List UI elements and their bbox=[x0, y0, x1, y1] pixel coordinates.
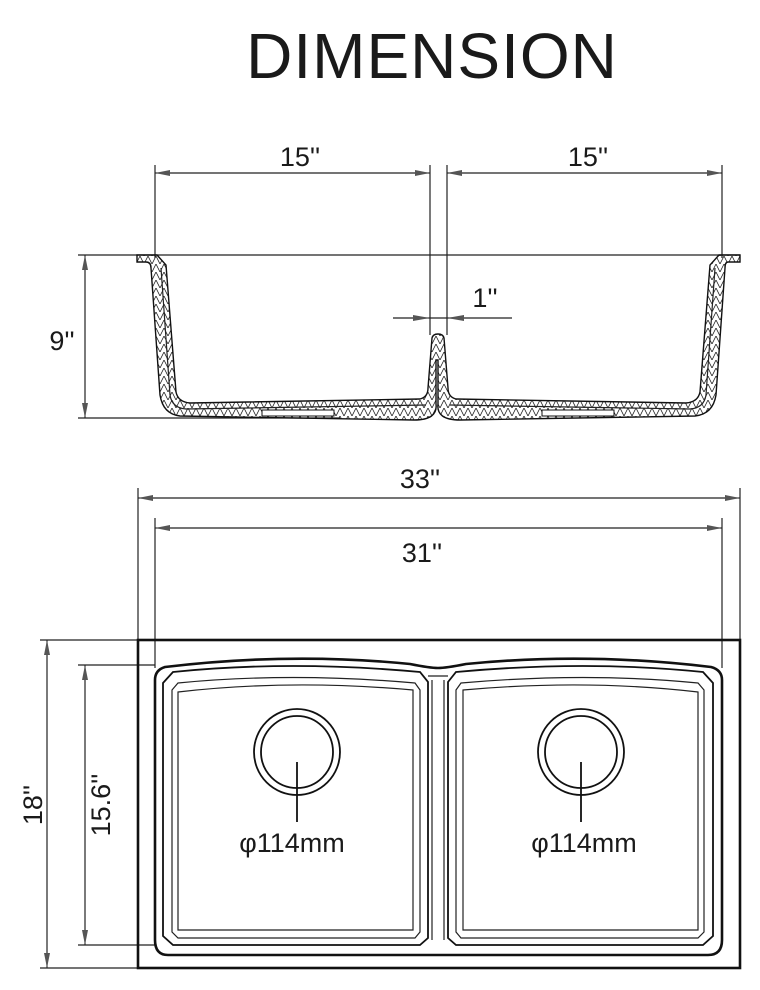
left-bowl-width-label: 15'' bbox=[280, 142, 320, 172]
divider-width-label: 1'' bbox=[472, 283, 497, 313]
divider bbox=[428, 675, 448, 940]
inner-depth-label: 15.6'' bbox=[86, 774, 116, 837]
right-bowl-width-label: 15'' bbox=[568, 142, 608, 172]
overall-depth-label: 18'' bbox=[18, 785, 48, 825]
inner-width-label: 31'' bbox=[402, 538, 442, 568]
sink-cross-section bbox=[136, 254, 741, 421]
inner-depth-dimension: 15.6'' bbox=[78, 664, 155, 946]
left-drain-label: φ114mm bbox=[239, 828, 345, 858]
inner-width-dimension: 31'' bbox=[155, 525, 722, 568]
left-bowl: φ114mm bbox=[162, 665, 429, 946]
depth-label: 9'' bbox=[49, 326, 74, 356]
diagram-title: DIMENSION bbox=[246, 20, 618, 92]
sink-outer-outline bbox=[153, 657, 724, 957]
left-bowl-width-dimension: 15'' bbox=[155, 142, 430, 176]
divider-width-dimension: 1'' bbox=[393, 283, 512, 321]
side-view: 15'' 15'' 9'' 1'' bbox=[49, 142, 741, 421]
right-drain-label: φ114mm bbox=[531, 828, 637, 858]
depth-dimension: 9'' bbox=[49, 255, 340, 419]
right-bowl-width-dimension: 15'' bbox=[447, 142, 722, 176]
right-bowl: φ114mm bbox=[447, 665, 714, 946]
top-view: 33'' 31'' 18'' 15.6'' bbox=[18, 464, 742, 970]
overall-width-dimension: 33'' bbox=[138, 464, 740, 501]
overall-depth-dimension: 18'' bbox=[18, 639, 138, 969]
countertop-outline bbox=[136, 638, 742, 970]
overall-width-label: 33'' bbox=[400, 464, 440, 494]
